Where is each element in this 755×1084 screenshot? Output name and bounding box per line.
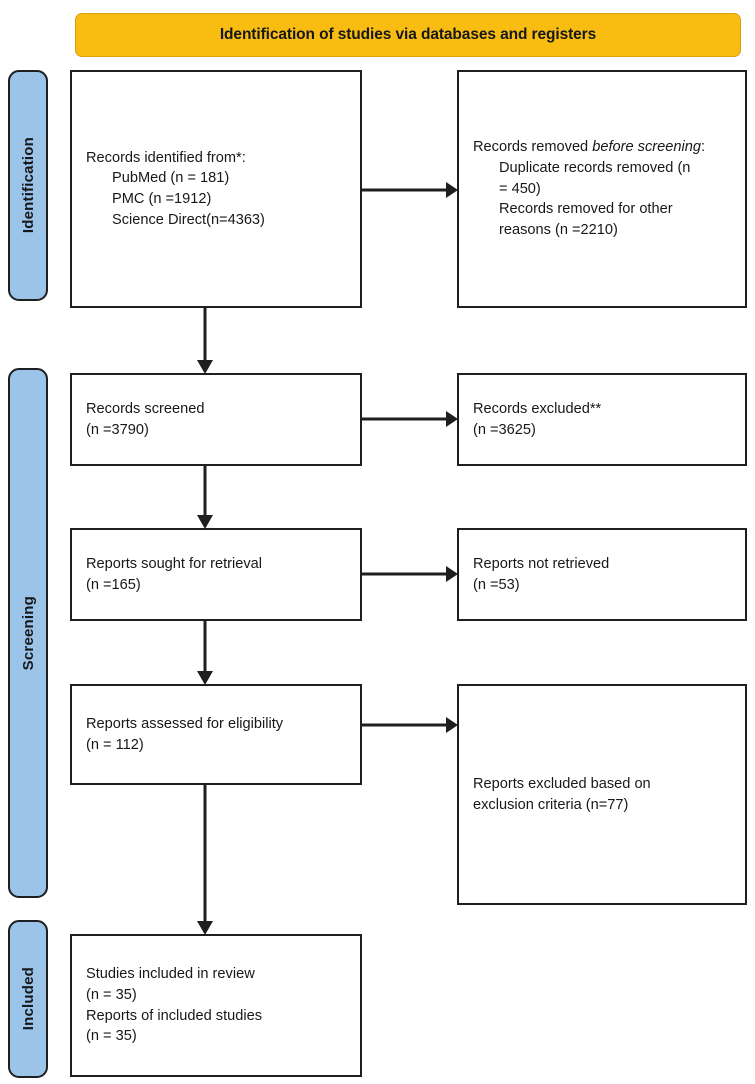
other-reasons-removed-line2: reasons (n =2210) <box>499 222 618 239</box>
stage-label-identification: Identification <box>19 137 37 234</box>
arrow-screened-to-excluded <box>362 407 458 431</box>
duplicate-records-removed-line2: = 450) <box>499 180 541 197</box>
reports-not-retrieved-label: Reports not retrieved <box>473 555 610 572</box>
box-reports-excluded-criteria: Reports excluded based on exclusion crit… <box>457 684 747 905</box>
duplicate-records-removed-line1: Duplicate records removed (n <box>499 159 691 176</box>
arrow-screened-to-sought <box>192 466 218 529</box>
other-reasons-removed-line1: Records removed for other <box>499 201 673 218</box>
box-records-removed-before-screening: Records removed before screening: Duplic… <box>457 70 747 308</box>
records-excluded-label: Records excluded** <box>473 400 602 417</box>
records-excluded-count: (n =3625) <box>473 421 536 438</box>
stage-bar-screening: Screening <box>8 368 48 898</box>
reports-not-retrieved-count: (n =53) <box>473 576 520 593</box>
records-removed-heading-prefix: Records removed <box>473 139 593 156</box>
source-pmc: PMC (n =1912) <box>112 191 212 207</box>
arrow-identified-to-removed <box>362 178 458 202</box>
arrow-sought-to-assessed <box>192 621 218 685</box>
arrow-assessed-to-excluded-criteria <box>362 713 458 737</box>
records-screened-label: Records screened <box>86 400 205 417</box>
reports-included-label: Reports of included studies <box>86 1007 263 1024</box>
box-records-identified: Records identified from*: PubMed (n = 18… <box>70 70 362 308</box>
box-reports-sought-for-retrieval: Reports sought for retrieval (n =165) <box>70 528 362 621</box>
box-reports-not-retrieved: Reports not retrieved (n =53) <box>457 528 747 621</box>
box-records-excluded: Records excluded** (n =3625) <box>457 373 747 466</box>
stage-bar-included: Included <box>8 920 48 1078</box>
records-removed-heading-italic: before screening <box>592 139 701 156</box>
box-reports-assessed-for-eligibility: Reports assessed for eligibility (n = 11… <box>70 684 362 785</box>
source-science-direct: Science Direct(n=4363) <box>112 211 265 228</box>
reports-excluded-criteria-line2: exclusion criteria (n=77) <box>473 796 629 813</box>
studies-included-label: Studies included in review <box>86 966 255 983</box>
box-records-screened: Records screened (n =3790) <box>70 373 362 466</box>
stage-label-included: Included <box>19 967 37 1031</box>
arrow-sought-to-not-retrieved <box>362 562 458 586</box>
box-studies-included: Studies included in review (n = 35) Repo… <box>70 934 362 1077</box>
arrow-assessed-to-included <box>192 785 218 935</box>
records-identified-heading: Records identified from*: <box>86 149 246 166</box>
reports-sought-count: (n =165) <box>86 576 141 593</box>
reports-assessed-label: Reports assessed for eligibility <box>86 715 284 732</box>
records-removed-heading-suffix: : <box>700 139 706 156</box>
arrow-identified-to-screened <box>192 308 218 374</box>
reports-sought-label: Reports sought for retrieval <box>86 555 263 572</box>
studies-included-count: (n = 35) <box>86 986 137 1003</box>
records-screened-count: (n =3790) <box>86 421 149 438</box>
records-removed-heading: Records removed before screening: <box>473 137 733 158</box>
stage-label-screening: Screening <box>19 595 37 671</box>
source-pubmed: PubMed (n = 181) <box>112 170 230 187</box>
stage-bar-identification: Identification <box>8 70 48 301</box>
reports-excluded-criteria-line1: Reports excluded based on <box>473 775 651 792</box>
diagram-banner-title: Identification of studies via databases … <box>75 13 741 57</box>
reports-assessed-count: (n = 112) <box>86 736 144 753</box>
reports-included-count: (n = 35) <box>86 1028 137 1045</box>
